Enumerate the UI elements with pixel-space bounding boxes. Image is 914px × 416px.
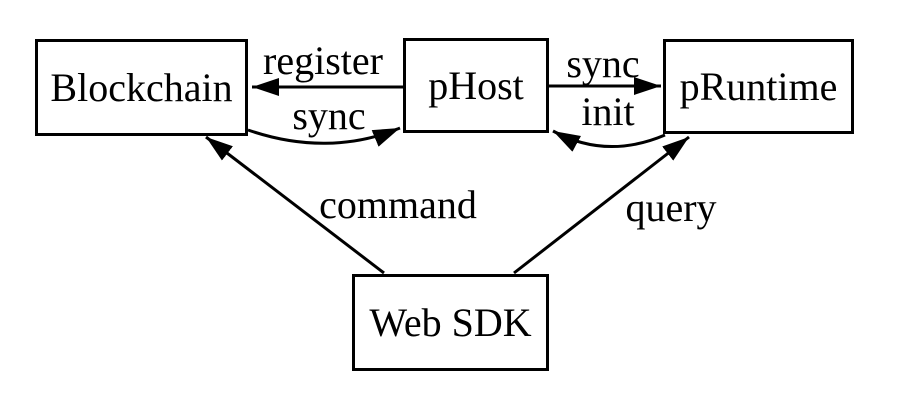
node-websdk: Web SDK xyxy=(352,274,549,371)
edge-query-arrow xyxy=(513,135,690,275)
node-phost: pHost xyxy=(403,38,549,133)
node-phost-label: pHost xyxy=(428,62,524,108)
edge-label-register: register xyxy=(263,38,383,83)
node-blockchain: Blockchain xyxy=(35,39,248,136)
edge-label-sync-phost-pruntime: sync xyxy=(566,41,640,86)
node-pruntime: pRuntime xyxy=(663,39,854,134)
edge-sync-blockchain-phost-arrow xyxy=(247,126,401,147)
edge-label-query: query xyxy=(625,185,717,230)
node-blockchain-label: Blockchain xyxy=(50,64,233,110)
edge-init-arrow xyxy=(552,129,666,152)
edge-command-arrow xyxy=(205,135,385,275)
edge-label-sync-blockchain-phost: sync xyxy=(292,93,366,138)
edge-label-command: command xyxy=(319,182,477,227)
node-websdk-label: Web SDK xyxy=(369,299,532,345)
node-pruntime-label: pRuntime xyxy=(679,63,838,109)
edge-label-init: init xyxy=(581,89,635,134)
